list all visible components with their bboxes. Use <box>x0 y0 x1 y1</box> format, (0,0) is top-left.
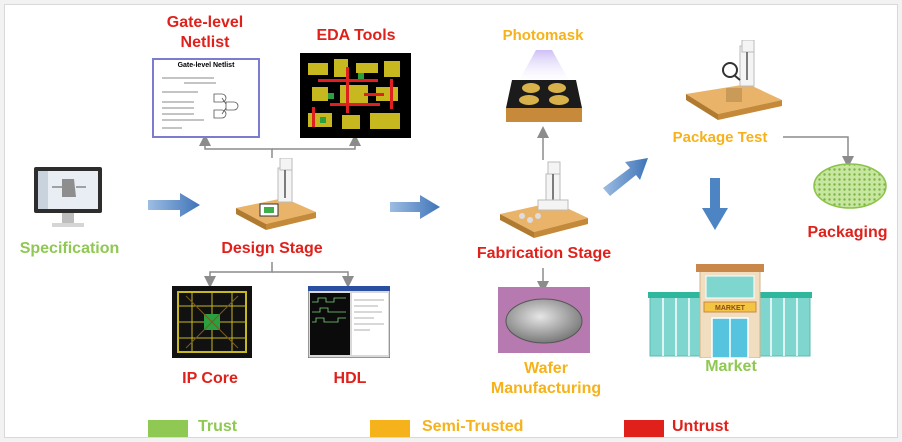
photomask-label: Photomask <box>502 27 584 44</box>
wafer-label-line2: Manufacturing <box>490 380 602 397</box>
connector-design-to-ipcore <box>204 262 273 288</box>
connector-design-to-eda <box>272 134 361 150</box>
hdl-screenshot-image <box>308 286 390 358</box>
flow-arrow-spec-to-design <box>148 193 200 217</box>
flow-arrow-fab-to-packagetest <box>603 158 648 196</box>
legend-label-untrust: Untrust <box>672 418 729 435</box>
wafer-image <box>498 287 590 353</box>
gate-level-netlist-label-line1: Gate-level <box>166 14 244 31</box>
design-stage-label: Design Stage <box>221 240 323 257</box>
package-test-figure <box>686 40 782 120</box>
netlist-document-title: Gate-level Netlist <box>177 62 235 69</box>
connector-packagetest-to-packaging <box>783 136 854 168</box>
ip-core-label: IP Core <box>182 370 238 387</box>
eda-tools-label: EDA Tools <box>316 27 396 44</box>
legend-swatch-untrust <box>624 420 664 437</box>
wafer-manufacturing-label: Wafer Manufacturing <box>486 359 606 399</box>
packaging-label: Packaging <box>807 224 888 241</box>
hdl-label: HDL <box>333 370 367 387</box>
flow-arrow-packagetest-to-market <box>702 178 728 230</box>
market-sign-text: MARKET <box>715 305 746 312</box>
netlist-document-image: Gate-level Netlist <box>152 58 260 138</box>
fabrication-stage-label: Fabrication Stage <box>476 245 612 262</box>
eda-tools-image <box>300 53 411 138</box>
legend-label-trust: Trust <box>198 418 238 435</box>
market-building-image: MARKET <box>648 264 812 358</box>
design-stage-figure <box>236 158 316 230</box>
gate-level-netlist-label: Gate-level Netlist <box>150 13 260 53</box>
market-label: Market <box>705 358 757 375</box>
connector-design-to-netlist <box>199 134 273 158</box>
legend-swatch-trust <box>148 420 188 437</box>
legend-label-semi-trusted: Semi-Trusted <box>422 418 524 435</box>
photomask-image <box>506 50 582 122</box>
specification-monitor-image <box>34 167 102 227</box>
fabrication-stage-figure <box>500 161 588 238</box>
connector-design-to-hdl <box>272 271 354 288</box>
netlist-code-lines <box>162 77 239 129</box>
gate-level-netlist-label-line2: Netlist <box>180 34 230 51</box>
legend-swatch-semi-trusted <box>370 420 410 437</box>
wafer-label-line1: Wafer <box>524 360 568 377</box>
flow-arrow-design-to-fab <box>390 195 440 219</box>
packaging-chip-image <box>813 163 887 209</box>
package-test-label: Package Test <box>672 129 768 146</box>
ip-core-chip-image <box>172 286 252 358</box>
specification-label: Specification <box>19 240 120 257</box>
